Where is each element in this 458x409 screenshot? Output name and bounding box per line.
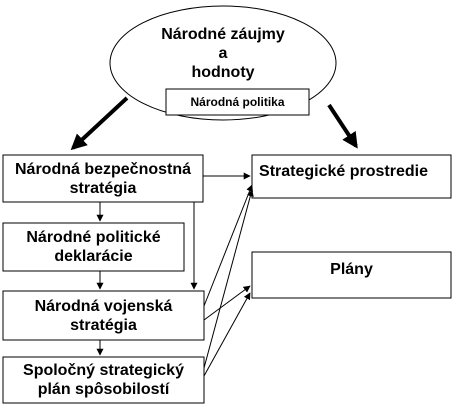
national-security-strategy-label: Národná bezpečnostná stratégia <box>14 160 192 197</box>
national-military-strategy-label: Národná vojenská stratégia <box>34 297 173 334</box>
strategic-environment-box <box>251 154 452 199</box>
arrow-ellipse-to-strategic-environment <box>327 103 358 149</box>
arrow-joint-plan-to-environment <box>203 189 254 369</box>
national-policy-box <box>165 88 310 116</box>
national-military-strategy-box <box>2 290 205 341</box>
arrow-joint-plan-to-plans <box>203 292 251 377</box>
national-policy-label: Národná politika <box>190 94 285 109</box>
joint-capability-plan-box <box>2 356 205 404</box>
national-interests-label: Národné záujmy a hodnoty <box>161 25 285 81</box>
arrow-military-to-environment <box>203 184 253 307</box>
strategic-environment-label: Strategické prostredie <box>259 162 428 180</box>
arrow-military-to-plans <box>203 285 251 321</box>
arrow-ellipse-to-security-strategy <box>70 96 129 151</box>
plans-box <box>251 251 452 299</box>
national-security-strategy-box <box>2 154 204 203</box>
joint-capability-plan-label: Spoločný strategický plán spôsobilostí <box>23 362 184 398</box>
national-policy-declarations-box <box>2 222 185 272</box>
national-policy-declarations-label: Národné politické deklarácie <box>26 229 161 265</box>
plans-label: Plány <box>330 260 373 278</box>
